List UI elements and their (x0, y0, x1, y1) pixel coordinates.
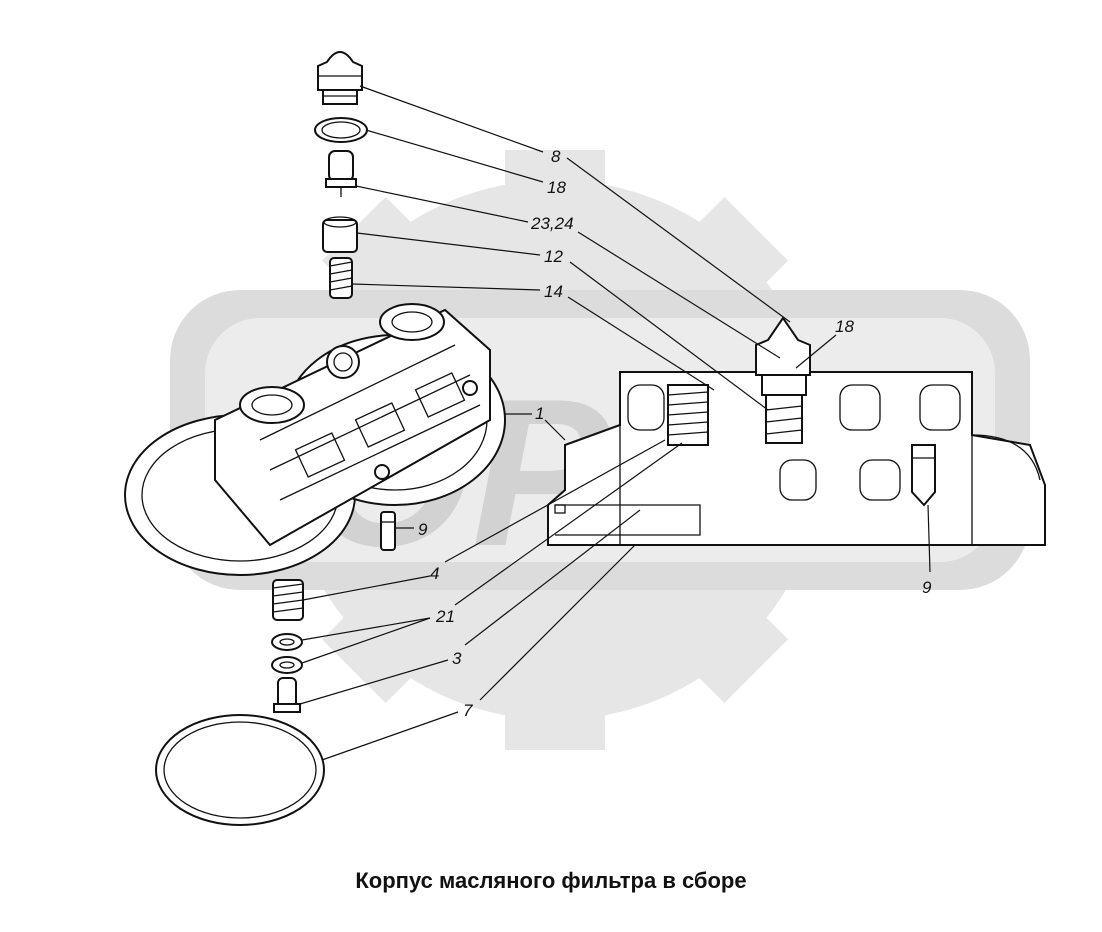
callout-12: 12 (544, 247, 563, 266)
figure-caption: Корпус масляного фильтра в сборе (355, 868, 747, 893)
plunger-3 (273, 677, 301, 713)
sealing-ring-7 (155, 714, 325, 826)
callout-18-upper: 18 (547, 178, 566, 197)
lower-parts-stack (155, 579, 325, 826)
callout-7: 7 (463, 701, 473, 720)
small-spring-14 (329, 257, 353, 299)
bushing-12 (322, 216, 358, 253)
upper-parts-stack (314, 51, 368, 299)
filter-housing-1 (124, 303, 506, 576)
callout-18-section: 18 (835, 317, 854, 336)
pin-9 (380, 511, 396, 551)
callout-4: 4 (430, 564, 439, 583)
callout-9-exploded: 9 (418, 520, 428, 539)
washer-21-bottom (271, 656, 303, 674)
callout-labels: 8 18 23,24 12 14 18 1 9 9 4 21 3 7 (418, 147, 932, 720)
callout-14: 14 (544, 282, 563, 301)
callout-8: 8 (551, 147, 561, 166)
callout-3: 3 (452, 649, 462, 668)
callout-21: 21 (435, 607, 455, 626)
callout-9-section: 9 (922, 578, 932, 597)
callout-1: 1 (535, 404, 544, 423)
callout-23-24: 23,24 (530, 214, 574, 233)
valve-pin-23-24 (325, 150, 357, 197)
valve-plug-8 (317, 51, 363, 105)
washer-21-top (271, 633, 303, 651)
spring-4 (272, 579, 304, 621)
leader-lines (299, 85, 931, 761)
housing-cross-section (547, 316, 1046, 546)
